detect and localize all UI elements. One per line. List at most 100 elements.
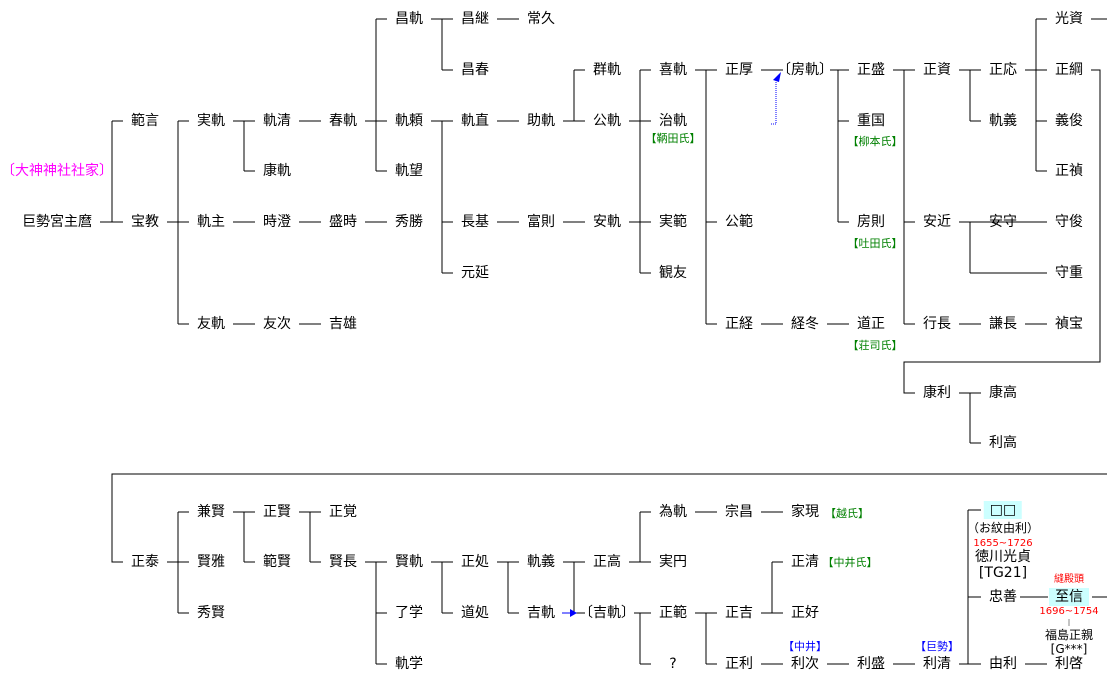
person-tomotsugu: 友次 (263, 316, 291, 332)
person-masatsune: 正経 (725, 316, 753, 332)
person-toshitaka: 利高 (989, 435, 1017, 451)
person-ryougaku: 了学 (395, 605, 423, 621)
person-kenken: 兼賢 (197, 504, 225, 520)
person-masakata: 正賢 (263, 504, 291, 520)
person-yoshiki: 吉軌 (527, 605, 555, 621)
person-nagamoto: 長基 (461, 214, 489, 230)
person-shuuken: 秀賢 (197, 605, 225, 621)
person-toshitsugu: 利次 (791, 656, 819, 672)
person-yasuki: 安軌 (593, 214, 621, 230)
person-fusanori2: 房則 (857, 214, 885, 230)
person-masasho: 正処 (461, 554, 489, 570)
person-gunki: 群軌 (593, 62, 621, 78)
person-masayoshi2: 正好 (791, 605, 819, 621)
person-kennaga2: 賢長 (329, 554, 357, 570)
person-masamori: 正盛 (857, 62, 885, 78)
person-tameki: 為軌 (659, 504, 687, 520)
note-gcode: [G***] (1050, 642, 1088, 656)
person-masahan: 正範 (659, 605, 687, 621)
person-jiki: 治軌 (659, 113, 687, 129)
person-yasutoshi: 康利 (923, 385, 951, 401)
person-tominori: 富則 (527, 214, 555, 230)
arrow-head-icon (773, 72, 781, 82)
person-shigekuni: 重国 (857, 113, 885, 129)
clan-label-shouji: 【荘司氏】 (847, 339, 903, 352)
person-toshihiro: 利啓 (1055, 656, 1083, 672)
person-masaatsu: 正厚 (725, 62, 753, 78)
person-jitsuen: 実円 (659, 554, 687, 570)
person-masataka: 正高 (593, 554, 621, 570)
note-fukushima: 福島正親 (1044, 628, 1094, 642)
person-jokyu: 常久 (527, 11, 555, 27)
person-masatsuna: 正綱 (1055, 62, 1083, 78)
person-masasato: 正覚 (329, 504, 357, 520)
person-blank: □□ (983, 501, 1023, 519)
person-morito: 盛時 (329, 214, 357, 230)
person-toshikiyo: 利清 (923, 656, 951, 672)
person-masakiyo: 正清 (791, 554, 819, 570)
person-toshimori: 利盛 (857, 656, 885, 672)
person-yoshio: 吉雄 (329, 316, 357, 332)
person-yukinaga: 行長 (923, 316, 951, 332)
person-kenga: 賢雅 (197, 554, 225, 570)
clan-label-koshi: 【越氏】 (825, 507, 869, 520)
person-kenki: 賢軌 (395, 554, 423, 570)
person-iemi: 家現 (791, 504, 819, 520)
person-motonobu: 元延 (461, 265, 489, 281)
person-kennaga: 謙長 (989, 316, 1017, 332)
note-tg21: [TG21] (978, 565, 1028, 581)
person-shouki: 昌軌 (395, 11, 423, 27)
person-yukinobu: 至信 (1049, 588, 1089, 606)
person-masayasu: 正泰 (131, 554, 159, 570)
person-yoshiki2: 〔吉軌〕 (579, 605, 635, 621)
note-yukinobu_years: 1696~1754 (1039, 606, 1099, 617)
person-shunki: 春軌 (329, 113, 357, 129)
person-yuri: 由利 (989, 656, 1017, 672)
person-kouhan: 公範 (725, 214, 753, 230)
person-kigaku: 軌学 (395, 656, 423, 672)
person-fusanori: 〔房軌〕 (777, 62, 833, 78)
person-tomoki: 友軌 (197, 316, 225, 332)
person-norikiyo: 軌清 (263, 113, 291, 129)
clan-label-yanagimoto: 【柳本氏】 (847, 135, 903, 148)
person-tsunefuyu: 経冬 (791, 316, 819, 332)
person-houkyo: 宝教 (131, 214, 159, 230)
person-norinushi: 軌主 (197, 214, 225, 230)
person-yasutaka: 康高 (989, 385, 1017, 401)
person-joki: 助軌 (527, 113, 555, 129)
person-kouki: 康軌 (263, 163, 291, 179)
person-masasuke: 正資 (923, 62, 951, 78)
connector-line (1092, 596, 1107, 598)
person-hangen: 範言 (131, 113, 159, 129)
person-kouki2: 公軌 (593, 113, 621, 129)
person-tadayoshi: 忠善 (989, 589, 1017, 605)
person-teihou: 禎宝 (1055, 316, 1083, 332)
person-morishige: 守重 (1055, 265, 1083, 281)
person-shoushun: 昌春 (461, 62, 489, 78)
family-label: 〔大神神社社家〕 (1, 163, 113, 179)
clan-label-kose: 【巨勢】 (915, 640, 959, 653)
person-moritoshi: 守俊 (1055, 214, 1083, 230)
person-unknown: ? (669, 656, 677, 672)
person-omon: （お紋由利） (966, 521, 1040, 535)
note-mitsusada: 徳川光貞 (975, 549, 1031, 565)
person-root: 巨勢宮主麿 (22, 214, 92, 230)
person-masayoshi: 正吉 (725, 605, 753, 621)
arrow-head-icon (570, 609, 577, 617)
note-omon_years: 1655~1726 (973, 538, 1033, 549)
person-yasumori: 安守 (989, 214, 1017, 230)
connector-line (771, 80, 777, 125)
person-masatoshi: 正利 (725, 656, 753, 672)
note-nuidono: 縫殿頭 (1054, 574, 1084, 585)
person-noribou: 軌望 (395, 163, 423, 179)
person-michimasa: 道正 (857, 316, 885, 332)
person-hidekatsu: 秀勝 (395, 214, 423, 230)
person-shoukei: 昌継 (461, 11, 489, 27)
clan-label-tomoda: 【鞆田氏】 (645, 132, 701, 145)
person-yoshitoshi: 義俊 (1055, 113, 1083, 129)
person-kiki: 喜軌 (659, 62, 687, 78)
person-noriyoshi: 軌義 (989, 113, 1017, 129)
person-kanyu: 観友 (659, 265, 687, 281)
clan-label-nakai: 【中井】 (783, 640, 827, 653)
